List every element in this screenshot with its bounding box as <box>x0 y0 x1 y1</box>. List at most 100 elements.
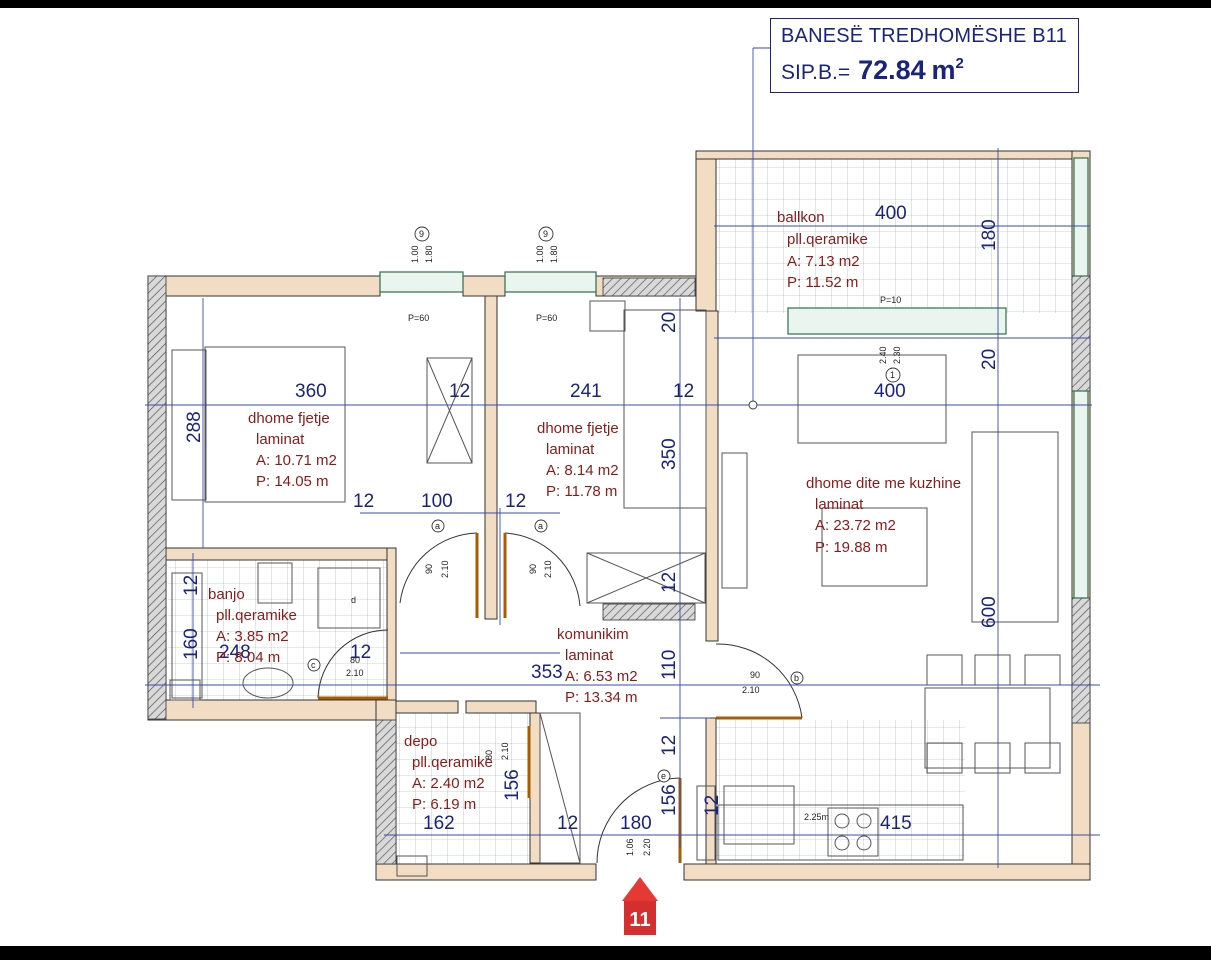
storage-name: depo <box>404 733 437 750</box>
marker-a-1: a <box>435 521 440 531</box>
room-living-label: dhome dite me kuzhine laminat A: 23.72 m… <box>806 475 961 556</box>
bathroom-perimeter: P: 8.04 m <box>216 649 280 666</box>
storage-perimeter: P: 6.19 m <box>412 796 476 813</box>
entrance-number: 11 <box>629 909 650 931</box>
dim-400-mid: 400 <box>874 381 906 402</box>
living-floor: laminat <box>815 496 864 513</box>
dim-12-h: 12 <box>659 735 680 756</box>
storage-floor <box>395 713 530 865</box>
dim-12-i: 12 <box>557 813 578 834</box>
marker-9-a: 9 <box>419 229 424 239</box>
marker-9-b: 9 <box>543 229 548 239</box>
hall-area: A: 6.53 m2 <box>565 668 638 685</box>
balcony-name: ballkon <box>777 209 825 226</box>
living-area: A: 23.72 m2 <box>815 517 896 534</box>
door-b-width: 90 <box>750 670 760 680</box>
masonry-hatch <box>147 275 1091 865</box>
balcony-area: A: 7.13 m2 <box>787 253 860 270</box>
dim-12-c: 12 <box>353 491 374 512</box>
room-hall-label: komunikim laminat A: 6.53 m2 P: 13.34 m <box>557 626 638 706</box>
bathroom-area: A: 3.85 m2 <box>216 628 289 645</box>
dim-360: 360 <box>295 381 327 402</box>
dim-12-e: 12 <box>659 572 680 593</box>
dim-400-top: 400 <box>875 203 907 224</box>
balcony-perimeter: P: 11.52 m <box>787 274 858 291</box>
dim-20-b: 20 <box>979 349 1000 370</box>
dim-100: 100 <box>421 491 453 512</box>
dim-600: 600 <box>979 596 1000 628</box>
kitchen-floor <box>715 720 965 860</box>
marker-1: 1 <box>890 370 895 380</box>
window1-h1: 1.00 <box>410 245 420 263</box>
room-storage-label: depo pll.qeramike A: 2.40 m2 P: 6.19 m <box>404 733 493 813</box>
storage-area: A: 2.40 m2 <box>412 775 485 792</box>
door-b-height: 2.10 <box>742 685 760 695</box>
bedroom1-perimeter: P: 14.05 m <box>256 473 329 490</box>
windows <box>379 157 1089 599</box>
dim-180-balcony: 180 <box>979 219 1000 251</box>
bathroom-floor: pll.qeramike <box>216 607 297 624</box>
dim-12-j: 12 <box>702 795 723 816</box>
door-a1-height: 2.10 <box>440 560 450 578</box>
dim-415: 415 <box>880 813 912 834</box>
dim-156-a: 156 <box>502 769 523 801</box>
hall-perimeter: P: 13.34 m <box>565 689 638 706</box>
door-d-width: 80 <box>484 750 494 760</box>
marker-c: c <box>311 660 316 670</box>
balcony-floor: pll.qeramike <box>787 231 868 248</box>
bedroom2-area: A: 8.14 m2 <box>546 462 619 479</box>
living-perimeter: P: 19.88 m <box>815 539 888 556</box>
bathroom-name: banjo <box>208 586 245 603</box>
hall-name: komunikim <box>557 626 629 643</box>
door-a1-width: 90 <box>424 564 434 574</box>
window1-p: P=60 <box>408 313 429 323</box>
entrance-arrow-icon <box>622 877 658 901</box>
window1-h2: 1.80 <box>424 245 434 263</box>
dim-12-f: 12 <box>181 575 202 596</box>
balcony-door-p: P=10 <box>880 295 901 305</box>
door-swings <box>317 532 803 864</box>
door-a2-height: 2.10 <box>543 560 553 578</box>
bedroom1-name: dhome fjetje <box>248 410 330 427</box>
window2-h1: 1.00 <box>535 245 545 263</box>
balcony-floor <box>715 153 1077 313</box>
bedroom2-floor: laminat <box>546 441 595 458</box>
hall-floor: laminat <box>565 647 614 664</box>
marker-d: d <box>351 595 356 605</box>
dim-20-a: 20 <box>659 312 680 333</box>
small-annotations: P=60 P=60 P=10 1.00 1.80 1.00 1.80 2.40 … <box>311 229 902 856</box>
dim-180-hall: 180 <box>620 813 652 834</box>
dim-353: 353 <box>531 662 563 683</box>
bedroom2-perimeter: P: 11.78 m <box>546 483 617 500</box>
marker-a-2: a <box>538 521 543 531</box>
markers <box>307 226 901 783</box>
bedroom2-name: dhome fjetje <box>537 420 619 437</box>
dim-241: 241 <box>570 381 602 402</box>
window2-h2: 1.80 <box>549 245 559 263</box>
dim-248: 248 <box>219 642 251 663</box>
door-e-width: 1.06 <box>625 838 635 856</box>
bedroom1-floor: laminat <box>256 431 305 448</box>
floor-plan-sheet: 360 12 241 12 400 400 288 350 20 180 20 … <box>0 8 1211 946</box>
room-balcony-label: ballkon pll.qeramike A: 7.13 m2 P: 11.52… <box>777 209 868 291</box>
furniture <box>169 300 1061 877</box>
apartment-name: BANESË TREDHOMËSHE B11 <box>781 25 1067 47</box>
dim-12-g: 12 <box>350 642 371 663</box>
entrance-marker: 11 <box>622 877 658 935</box>
living-name: dhome dite me kuzhine <box>806 475 961 492</box>
storage-floor: pll.qeramike <box>412 754 493 771</box>
area-label: SIP.B.= <box>781 61 851 84</box>
dim-162: 162 <box>423 813 455 834</box>
door-a2-width: 90 <box>528 564 538 574</box>
dim-288: 288 <box>184 411 205 443</box>
grid-lines <box>145 47 1100 868</box>
door-c-height: 2.10 <box>346 668 364 678</box>
area-value: 72.84 <box>858 55 926 85</box>
floor-plan-drawing: 360 12 241 12 400 400 288 350 20 180 20 … <box>145 47 1100 881</box>
dim-110: 110 <box>659 650 680 680</box>
dim-350: 350 <box>659 438 680 470</box>
dim-2-25: 2.25m <box>804 812 829 822</box>
bathroom-floor <box>168 558 390 700</box>
apartment-title-box: BANESË TREDHOMËSHE B11 SIP.B.=72.84 m2 <box>770 18 1079 93</box>
marker-b: b <box>794 673 799 683</box>
